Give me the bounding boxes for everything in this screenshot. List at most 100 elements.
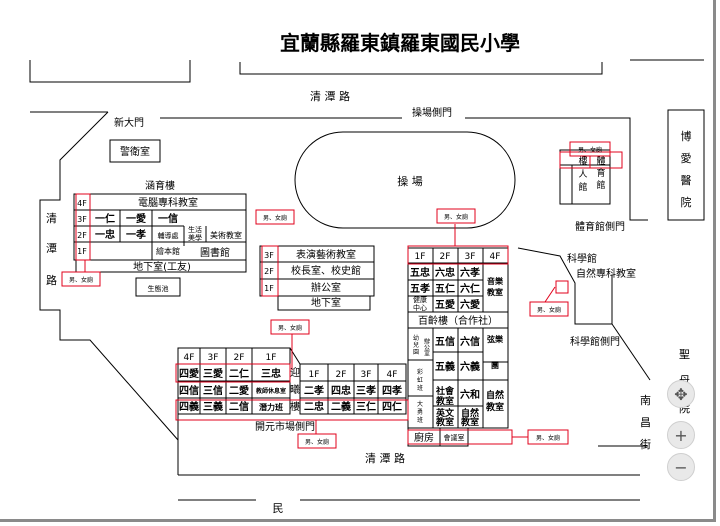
room-1ai: 一愛	[126, 212, 146, 225]
meeting-room: 會議室	[444, 433, 465, 442]
hospital-building	[667, 109, 705, 221]
kinder-4: 辦公室	[423, 337, 430, 356]
room-5zhong: 五忠	[410, 266, 430, 279]
admin-building	[259, 245, 375, 297]
social-room-2: 教室	[435, 395, 454, 407]
science-room-label: 自然專科教室	[576, 267, 636, 280]
zoom-out-button[interactable]: −	[667, 453, 695, 481]
road-label-west-3: 路	[46, 274, 57, 287]
toilet-label-2: 男、女廁	[444, 213, 468, 221]
road-label-east-2: 昌	[640, 416, 651, 429]
hanyu-floor-4: 4F	[77, 199, 87, 208]
toilet-marker-south	[175, 363, 291, 383]
room-1ren: 一仁	[95, 212, 115, 225]
road-label-east-top-1: 聖	[679, 348, 690, 361]
kinder-3: 園	[413, 349, 419, 356]
east-floor-3: 3F	[465, 252, 476, 262]
ecology-pond-label: 生態池	[148, 284, 169, 293]
gate-playground: 操場側門	[412, 106, 452, 119]
counseling-office: 輔導處	[158, 231, 179, 240]
playground-label: 操 場	[397, 174, 423, 188]
english-room-1: 英文	[435, 407, 455, 419]
toilet-tag-1	[255, 209, 295, 225]
room-6xiao: 六孝	[460, 266, 480, 279]
toilet-tag-6	[529, 301, 569, 317]
performance-room: 表演藝術教室	[296, 248, 356, 261]
gym-label-1: 體	[596, 155, 605, 167]
nature-room-2b: 教室	[460, 416, 479, 428]
yingxi-2: 曦	[290, 383, 300, 396]
playground	[294, 131, 516, 229]
hanyu-basement: 地下室(工友)	[133, 260, 191, 273]
pan-control-icon[interactable]: ✥	[667, 380, 695, 408]
west-boundary	[39, 111, 179, 475]
dayong-3: 班	[417, 416, 423, 424]
room-2zhong: 二忠	[304, 400, 324, 413]
music-room-1: 音樂	[487, 276, 504, 286]
admin-floor-1: 1F	[264, 284, 274, 293]
nature-room-2: 自然	[461, 407, 479, 419]
science-hall-boundary	[517, 247, 613, 325]
gym-label-2: 育	[596, 167, 605, 179]
zoom-in-button[interactable]: +	[667, 421, 695, 449]
room-5xin: 五信	[435, 335, 455, 348]
hanyu-floor-3: 3F	[77, 215, 87, 224]
ecology-pond	[135, 277, 181, 297]
room-4xiao: 四孝	[382, 384, 402, 397]
toilet-tag-3	[569, 141, 611, 157]
road-label-east-3: 街	[640, 437, 651, 451]
road-label-west-1: 清	[46, 212, 57, 225]
guard-room	[109, 139, 161, 163]
library: 圖書館	[200, 246, 230, 259]
dayong-1: 大	[417, 400, 423, 408]
kinder-2: 兒	[413, 341, 419, 349]
gate-science: 科學館側門	[570, 335, 620, 348]
hospital-label-3: 醫	[681, 174, 692, 187]
toilet-marker-science	[555, 280, 569, 294]
room-4ai: 四愛	[179, 367, 199, 380]
room-3yi: 三義	[203, 400, 223, 413]
rainbow-1: 彩	[417, 368, 423, 376]
life-arts-2: 美學	[188, 233, 202, 242]
hanyu-floor-2: 2F	[77, 231, 87, 240]
east-floor-2: 2F	[440, 252, 451, 262]
health-center-2: 中心	[413, 303, 427, 312]
toilet-label-6: 男、女廁	[537, 306, 561, 314]
south-right-floor-1: 1F	[309, 370, 320, 380]
south-floor-2: 2F	[234, 353, 245, 363]
south-right-floor-3: 3F	[361, 370, 372, 380]
gym-building	[559, 149, 611, 205]
admin-basement: 地下室	[311, 296, 341, 309]
room-2ren: 二仁	[229, 367, 249, 380]
east-boundary	[610, 117, 648, 221]
kitchen: 廚房	[414, 431, 434, 444]
yingxi-1: 迎	[290, 367, 300, 379]
room-1xiao: 一孝	[126, 228, 146, 241]
room-5xiao: 五孝	[410, 282, 430, 295]
yingxi-3: 樓	[290, 400, 300, 413]
south-floor-4: 4F	[184, 353, 195, 363]
band-1: 弦樂	[487, 334, 504, 344]
room-1zhong: 一忠	[95, 228, 115, 241]
hanyu-name: 涵育樓	[145, 179, 175, 192]
hospital-label-1: 博	[681, 130, 692, 143]
toilet-marker-admin	[261, 245, 279, 297]
toilet-label-5: 男、女廁	[278, 324, 302, 332]
south-right-floor-4: 4F	[387, 370, 398, 380]
road-label-south: 清 潭 路	[365, 452, 405, 465]
room-1xin: 一信	[158, 212, 178, 225]
kinder-1: 幼	[413, 334, 419, 342]
toilet-label-7: 男、女廁	[305, 438, 329, 446]
gate-market: 開元市場側門	[255, 420, 315, 433]
computer-room: 電腦專科教室	[138, 196, 198, 209]
room-6xin: 六信	[460, 335, 480, 348]
band-2: 團	[491, 360, 499, 370]
rainbow-2: 虹	[417, 376, 423, 384]
social-room-1: 社會	[435, 385, 455, 397]
teacher-lounge: 教師休息室	[255, 387, 286, 395]
room-3xiao: 三孝	[356, 384, 376, 397]
room-4ren: 四仁	[382, 400, 402, 413]
nature-room-1b: 教室	[485, 401, 504, 413]
east-floor-4: 4F	[490, 252, 501, 262]
